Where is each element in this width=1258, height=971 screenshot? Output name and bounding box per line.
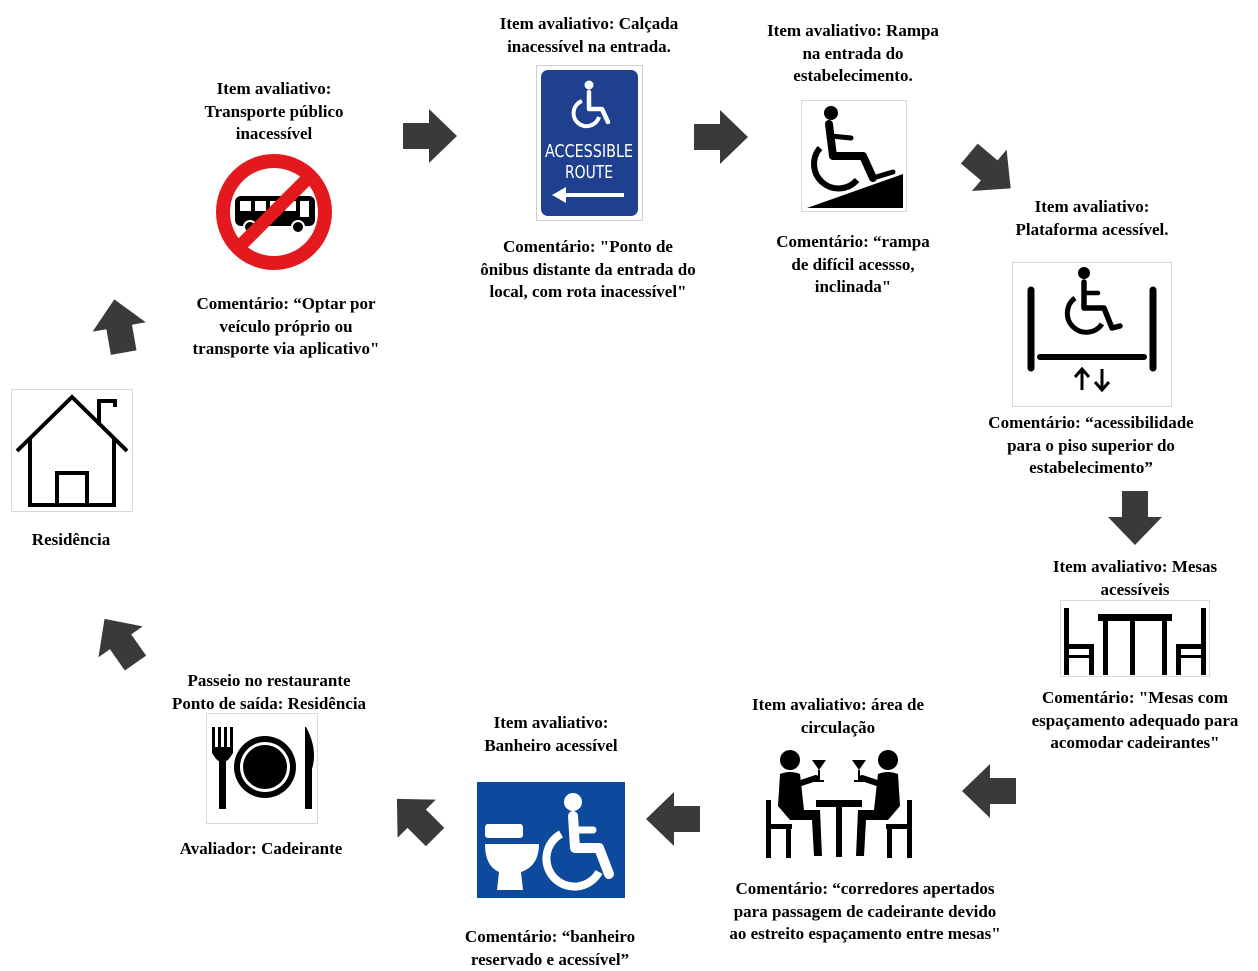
- transporte-comment-text: Comentário: “Optar por veículo próprio o…: [193, 293, 380, 361]
- calcada-comment-line-2: ônibus distante da entrada do: [480, 259, 695, 282]
- restaurante-item-line-1: Passeio no restaurante: [172, 670, 366, 693]
- arrow-residencia-to-transporte: [90, 297, 148, 355]
- restaurante-item-text: Passeio no restaurante Ponto de saída: R…: [172, 670, 366, 715]
- restaurante-item-line-2: Ponto de saída: Residência: [172, 693, 366, 716]
- plataforma-comment-line-3: estabelecimento”: [988, 457, 1193, 480]
- rampa-comment-line-3: inclinada": [776, 276, 929, 299]
- arrow-plataforma-to-mesas: [1106, 489, 1164, 547]
- transporte-item-text: Item avaliativo: Transporte público inac…: [204, 78, 343, 146]
- calcada-comment-line-1: Comentário: "Ponto de: [480, 236, 695, 259]
- transporte-comment-line-3: transporte via aplicativo": [193, 338, 380, 361]
- circulacao-comment-text: Comentário: “corredores apertados para p…: [729, 878, 1000, 946]
- circulacao-comment-line-3: ao estreito espaçamento entre mesas": [729, 923, 1000, 946]
- no-bus-icon: [212, 150, 336, 274]
- accessible-route-sign-icon: ACCESSIBLE ROUTE: [536, 65, 643, 221]
- restaurante-comment-text: Avaliador: Cadeirante: [180, 838, 343, 861]
- plataforma-item-text: Item avaliativo: Plataforma acessível.: [1016, 196, 1169, 241]
- mesas-item-line-1: Item avaliativo: Mesas: [1053, 556, 1217, 579]
- accessible-toilet-icon: [477, 782, 625, 898]
- residencia-label: Residência: [32, 529, 110, 552]
- circulacao-comment-line-1: Comentário: “corredores apertados: [729, 878, 1000, 901]
- circulacao-comment-line-2: para passagem de cadeirante devido: [729, 901, 1000, 924]
- rampa-item-text: Item avaliativo: Rampa na entrada do est…: [767, 20, 939, 88]
- transporte-comment-line-2: veículo próprio ou: [193, 316, 380, 339]
- people-at-table-icon: [764, 748, 914, 860]
- plate-cutlery-icon: [206, 713, 318, 824]
- calcada-item-line-2: inacessível na entrada.: [500, 36, 678, 59]
- rampa-comment-line-1: Comentário: “rampa: [776, 231, 929, 254]
- circulacao-item-line-2: circulação: [752, 717, 924, 740]
- mesas-comment-line-1: Comentário: "Mesas com: [1032, 687, 1239, 710]
- arrow-mesas-to-circulacao: [960, 762, 1018, 820]
- transporte-item-line-1: Item avaliativo:: [204, 78, 343, 101]
- restaurante-comment-line-1: Avaliador: Cadeirante: [180, 838, 343, 861]
- rampa-comment-text: Comentário: “rampa de difícil acessso, i…: [776, 231, 929, 299]
- mesas-comment-text: Comentário: "Mesas com espaçamento adequ…: [1032, 687, 1239, 755]
- plataforma-comment-line-2: para o piso superior do: [988, 435, 1193, 458]
- banheiro-item-line-2: Banheiro acessível: [484, 735, 617, 758]
- house-icon: [11, 389, 133, 512]
- arrow-banheiro-to-restaurante: [387, 789, 445, 847]
- arrow-calcada-to-rampa: [692, 108, 750, 166]
- sign-text-line-1: ACCESSIBLE: [545, 141, 633, 162]
- mesas-comment-line-2: espaçamento adequado para: [1032, 710, 1239, 733]
- circulacao-item-line-1: Item avaliativo: área de: [752, 694, 924, 717]
- transporte-comment-line-1: Comentário: “Optar por: [193, 293, 380, 316]
- plataforma-comment-text: Comentário: “acessibilidade para o piso …: [988, 412, 1193, 480]
- arrow-circulacao-to-banheiro: [644, 790, 702, 848]
- calcada-comment-text: Comentário: "Ponto de ônibus distante da…: [480, 236, 695, 304]
- platform-lift-icon: [1012, 262, 1172, 407]
- mesas-comment-line-3: acomodar cadeirantes": [1032, 732, 1239, 755]
- circulacao-item-text: Item avaliativo: área de circulação: [752, 694, 924, 739]
- arrow-restaurante-to-residencia: [91, 612, 149, 670]
- calcada-item-text: Item avaliativo: Calçada inacessível na …: [500, 13, 678, 58]
- calcada-comment-line-3: local, com rota inacessível": [480, 281, 695, 304]
- arrow-rampa-to-plataforma: [961, 142, 1019, 200]
- rampa-item-line-1: Item avaliativo: Rampa: [767, 20, 939, 43]
- mesas-item-line-2: acessíveis: [1053, 579, 1217, 602]
- banheiro-comment-line-2: reservado e acessível”: [465, 949, 635, 971]
- ramp-wheelchair-icon: [801, 100, 907, 212]
- mesas-item-text: Item avaliativo: Mesas acessíveis: [1053, 556, 1217, 601]
- plataforma-comment-line-1: Comentário: “acessibilidade: [988, 412, 1193, 435]
- plataforma-item-line-2: Plataforma acessível.: [1016, 219, 1169, 242]
- residencia-label-text: Residência: [32, 529, 110, 552]
- banheiro-item-line-1: Item avaliativo:: [484, 712, 617, 735]
- banheiro-comment-text: Comentário: “banheiro reservado e acessí…: [465, 926, 635, 971]
- calcada-item-line-1: Item avaliativo: Calçada: [500, 13, 678, 36]
- rampa-comment-line-2: de difícil acessso,: [776, 254, 929, 277]
- table-chairs-icon: [1060, 600, 1210, 677]
- banheiro-comment-line-1: Comentário: “banheiro: [465, 926, 635, 949]
- transporte-item-line-3: inacessível: [204, 123, 343, 146]
- banheiro-item-text: Item avaliativo: Banheiro acessível: [484, 712, 617, 757]
- rampa-item-line-2: na entrada do: [767, 43, 939, 66]
- sign-text-line-2: ROUTE: [565, 162, 613, 183]
- transporte-item-line-2: Transporte público: [204, 101, 343, 124]
- rampa-item-line-3: estabelecimento.: [767, 65, 939, 88]
- plataforma-item-line-1: Item avaliativo:: [1016, 196, 1169, 219]
- arrow-transporte-to-calcada: [401, 107, 459, 165]
